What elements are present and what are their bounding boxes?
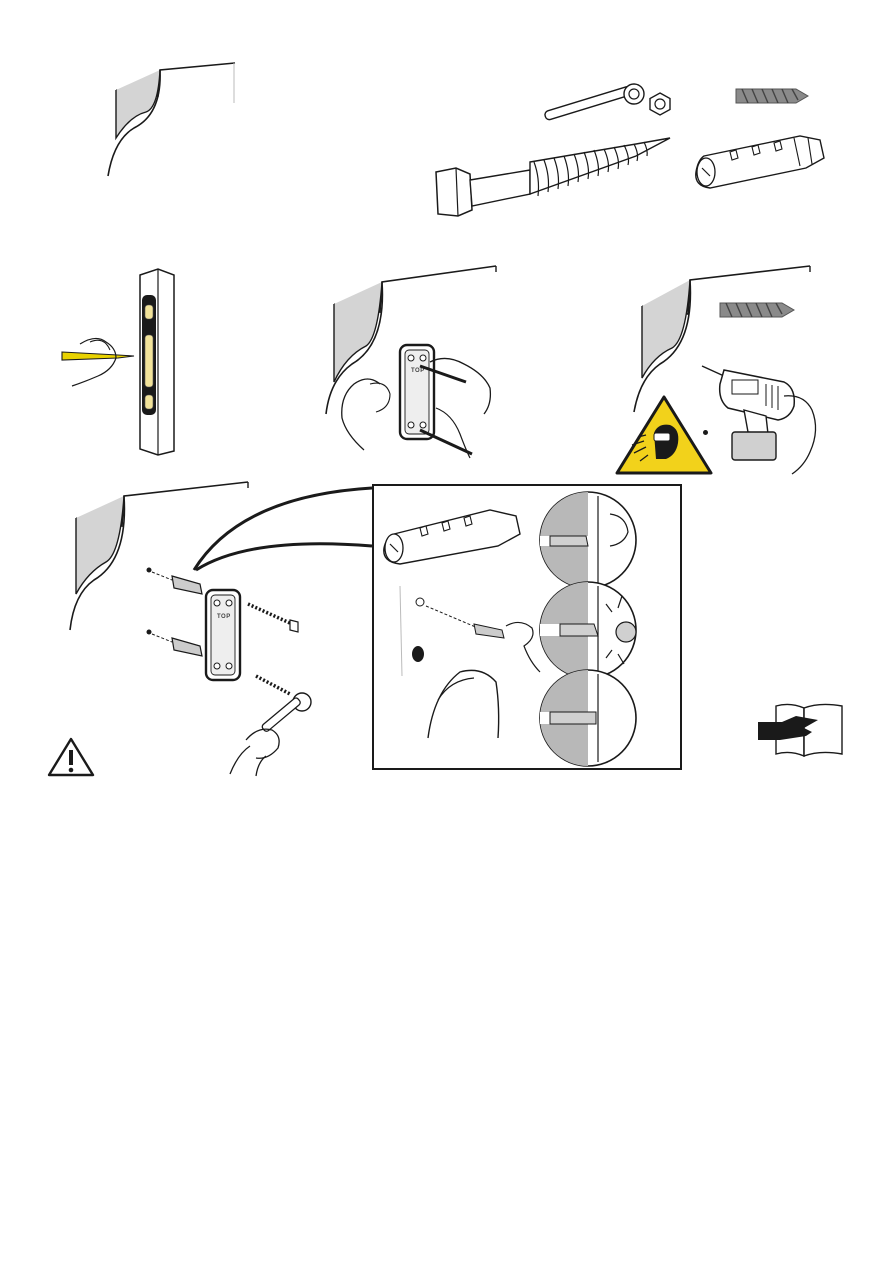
wall-plug-icon: [384, 510, 520, 564]
bullet-dot: [703, 430, 708, 435]
plug-flush-detail-icon: [540, 670, 636, 766]
wall-mark-icon: [400, 586, 540, 676]
pencil-icon: [320, 354, 500, 459]
socket-wrench-icon: [228, 670, 328, 778]
wall-corner-icon: [100, 58, 240, 178]
caution-triangle-icon: [46, 736, 96, 778]
pencil-icon: [60, 330, 142, 388]
power-drill-icon: [700, 358, 820, 476]
hex-nut-icon: [648, 92, 672, 116]
plug-inserted-detail-icon: [540, 492, 636, 588]
read-manual-icon: [756, 700, 846, 760]
plate-top-label: TOP: [217, 614, 231, 620]
lag-screw-icon: [430, 132, 675, 222]
safety-goggles-warning-icon: [614, 393, 714, 477]
drill-bit-icon: [734, 86, 812, 106]
detail-callout-box: [372, 484, 682, 770]
socket-wrench-icon: [540, 82, 650, 132]
callout-lines: [180, 486, 380, 576]
drill-bit-icon: [718, 300, 798, 320]
mounting-plate-icon: TOP: [204, 588, 244, 682]
hammer-icon: [428, 670, 499, 738]
plug-hammered-detail-icon: [540, 582, 636, 678]
wall-plug-icon: [690, 128, 830, 190]
lag-screw-icon: [244, 598, 324, 638]
